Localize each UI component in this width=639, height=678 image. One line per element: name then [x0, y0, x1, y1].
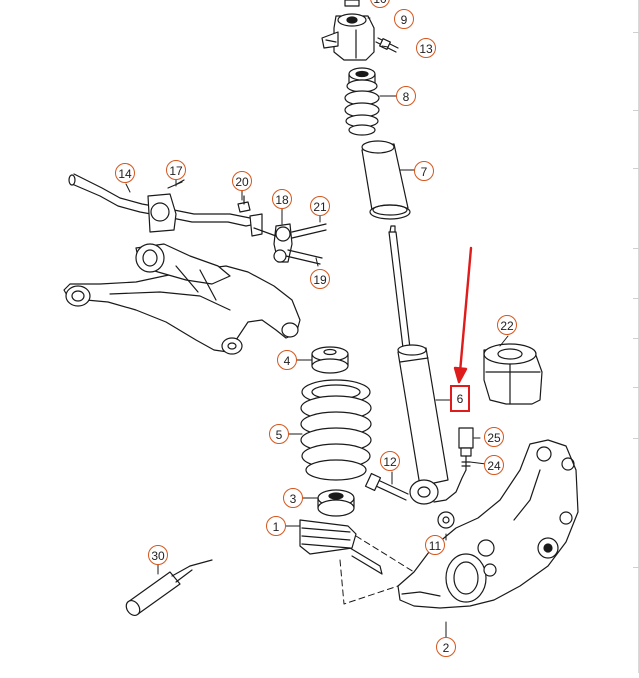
label-part-7: 7 — [414, 161, 434, 181]
edge-tick — [633, 32, 639, 33]
edge-tick — [633, 110, 639, 111]
edge-tick — [633, 338, 639, 339]
highlight-arrow — [453, 246, 473, 384]
highlight-box — [450, 385, 470, 412]
bolt-13-drawing — [375, 37, 399, 53]
assembly-lines — [339, 535, 415, 605]
bushing-22-drawing — [483, 343, 543, 405]
wheel-bearing-housing-drawing — [397, 439, 579, 609]
leader-lines — [125, 17, 509, 639]
label-part-12: 12 — [380, 451, 400, 471]
label-part-19: 19 — [310, 269, 330, 289]
bump-stop-drawing — [344, 67, 380, 136]
label-part-22: 22 — [497, 315, 517, 335]
label-part-9: 9 — [394, 9, 414, 29]
label-part-25: 25 — [484, 427, 504, 447]
label-part-3: 3 — [283, 488, 303, 508]
label-part-20: 20 — [232, 171, 252, 191]
spring-isolator-drawing — [299, 519, 383, 575]
coil-spring-drawing — [300, 379, 372, 481]
spring-pad-upper-drawing — [311, 346, 349, 374]
label-part-4: 4 — [277, 350, 297, 370]
label-part-5: 5 — [269, 424, 289, 444]
edge-tick — [633, 168, 639, 169]
label-part-17: 17 — [166, 160, 186, 180]
label-part-8: 8 — [396, 86, 416, 106]
stabilizer-bar-drawing — [68, 173, 263, 237]
label-part-18: 18 — [272, 189, 292, 209]
label-part-13: 13 — [416, 38, 436, 58]
shock-absorber-drawing — [388, 225, 449, 505]
bolt-12-drawing — [364, 472, 409, 501]
label-part-2: 2 — [436, 637, 456, 657]
label-part-14: 14 — [115, 163, 135, 183]
nut-20-drawing — [237, 195, 251, 213]
dust-boot-drawing — [361, 140, 411, 220]
tool-30-drawing — [125, 559, 213, 617]
edge-tick — [633, 298, 639, 299]
label-part-21: 21 — [310, 196, 330, 216]
coupling-rod-drawing — [253, 223, 327, 265]
label-part-24: 24 — [484, 455, 504, 475]
label-part-30: 30 — [148, 545, 168, 565]
label-part-6: 6 — [450, 389, 470, 409]
edge-tick — [633, 567, 639, 568]
edge-tick — [633, 248, 639, 249]
top-mount-drawing — [321, 0, 375, 61]
label-part-1: 1 — [266, 516, 286, 536]
label-part-11: 11 — [425, 535, 445, 555]
sensor-drawing — [433, 427, 474, 503]
edge-tick — [633, 387, 639, 388]
trailing-arm-drawing — [63, 243, 301, 355]
washer-11-drawing — [437, 511, 455, 529]
edge-tick — [633, 438, 639, 439]
spring-seat-lower-drawing — [317, 489, 355, 517]
